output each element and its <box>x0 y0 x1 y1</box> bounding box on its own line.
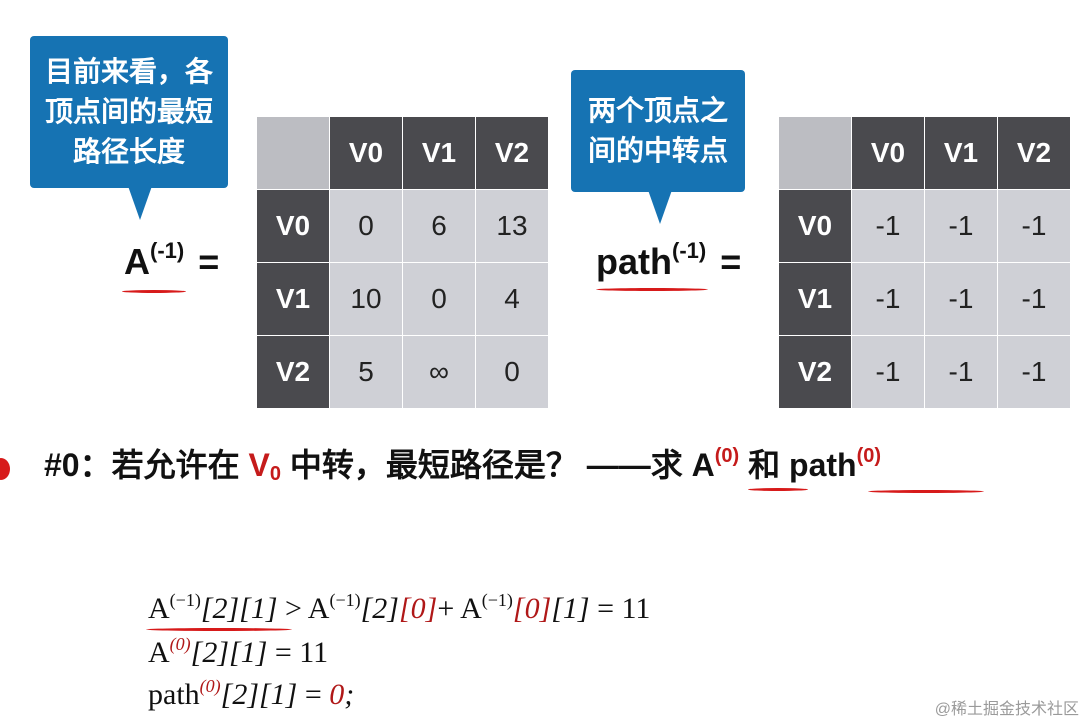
matrix-a-corner <box>256 116 330 190</box>
callout-shortest-length: 目前来看，各 顶点间的最短 路径长度 <box>30 36 228 188</box>
annotation-underline-path0 <box>868 490 984 493</box>
label-a-equals: = <box>198 241 220 282</box>
annotation-underline-a <box>122 290 186 293</box>
matrix-a-cell: 10 <box>329 262 403 336</box>
formula-line-1: A(−1)[2][1] > A(−1)[2][0]+ A(−1)[0][1] =… <box>148 590 651 625</box>
matrix-a-cell: 5 <box>329 335 403 409</box>
question-middle: 中转，最短路径是？ ——求 <box>280 447 692 483</box>
label-path-equals: = <box>720 241 742 282</box>
question-line: #0：若允许在 V0 中转，最短路径是？ ——求 A(0) 和 path(0) <box>44 440 881 486</box>
label-path-base: path <box>596 241 672 282</box>
matrix-a-row-header: V1 <box>256 262 330 336</box>
callout-tail-right <box>648 190 672 224</box>
matrix-a-cell: 0 <box>402 262 476 336</box>
matrix-a-col-header: V1 <box>402 116 476 190</box>
formula-line-3: path(0)[2][1] = 0; <box>148 676 355 711</box>
matrix-path-cell: -1 <box>851 189 925 263</box>
pointer-dot <box>0 458 10 480</box>
question-prefix: #0：若允许在 <box>44 447 249 483</box>
matrix-a-cell: 0 <box>329 189 403 263</box>
formula-line-2: A(0)[2][1] = 11 <box>148 634 329 669</box>
matrix-path-col-header: V1 <box>924 116 998 190</box>
callout-tail-left <box>128 186 152 220</box>
callout-intermediate-vertex: 两个顶点之 间的中转点 <box>571 70 745 192</box>
matrix-path-col-header: V2 <box>997 116 1071 190</box>
matrix-a-col-header: V2 <box>475 116 549 190</box>
matrix-path-cell: -1 <box>924 189 998 263</box>
label-path-sup: (-1) <box>672 238 707 263</box>
matrix-path-row-header: V1 <box>778 262 852 336</box>
matrix-a-cell: 4 <box>475 262 549 336</box>
annotation-underline-formula <box>146 628 292 631</box>
matrix-a-table: V0 V1 V2 V0 0 6 13 V1 10 0 4 V2 5 ∞ 0 <box>256 116 549 409</box>
matrix-path-cell: -1 <box>851 262 925 336</box>
matrix-path-cell: -1 <box>997 335 1071 409</box>
annotation-underline-path <box>596 288 708 291</box>
matrix-path-cell: -1 <box>997 189 1071 263</box>
matrix-a-cell: ∞ <box>402 335 476 409</box>
matrix-a-cell: 0 <box>475 335 549 409</box>
question-and: 和 <box>739 447 790 483</box>
matrix-a-row-header: V2 <box>256 335 330 409</box>
matrix-path-corner <box>778 116 852 190</box>
matrix-path-cell: -1 <box>924 262 998 336</box>
matrix-a-cell: 13 <box>475 189 549 263</box>
matrix-path-table: V0 V1 V2 V0 -1 -1 -1 V1 -1 -1 -1 V2 -1 -… <box>778 116 1071 409</box>
label-a-base: A <box>124 241 150 282</box>
matrix-path-label: path(-1) = <box>596 238 741 283</box>
matrix-a-row-header: V0 <box>256 189 330 263</box>
watermark: @稀土掘金技术社区 <box>934 701 1079 718</box>
question-a: A(0) <box>691 445 740 483</box>
question-path: path(0) <box>789 445 882 483</box>
matrix-path-col-header: V0 <box>851 116 925 190</box>
matrix-a-col-header: V0 <box>329 116 403 190</box>
matrix-path-row-header: V0 <box>778 189 852 263</box>
question-vertex: V0 <box>248 447 281 485</box>
matrix-a-label: A(-1) = <box>124 238 219 283</box>
annotation-underline-a0 <box>748 488 808 491</box>
matrix-path-cell: -1 <box>924 335 998 409</box>
matrix-path-cell: -1 <box>851 335 925 409</box>
matrix-a-cell: 6 <box>402 189 476 263</box>
label-a-sup: (-1) <box>150 238 185 263</box>
matrix-path-cell: -1 <box>997 262 1071 336</box>
matrix-path-row-header: V2 <box>778 335 852 409</box>
